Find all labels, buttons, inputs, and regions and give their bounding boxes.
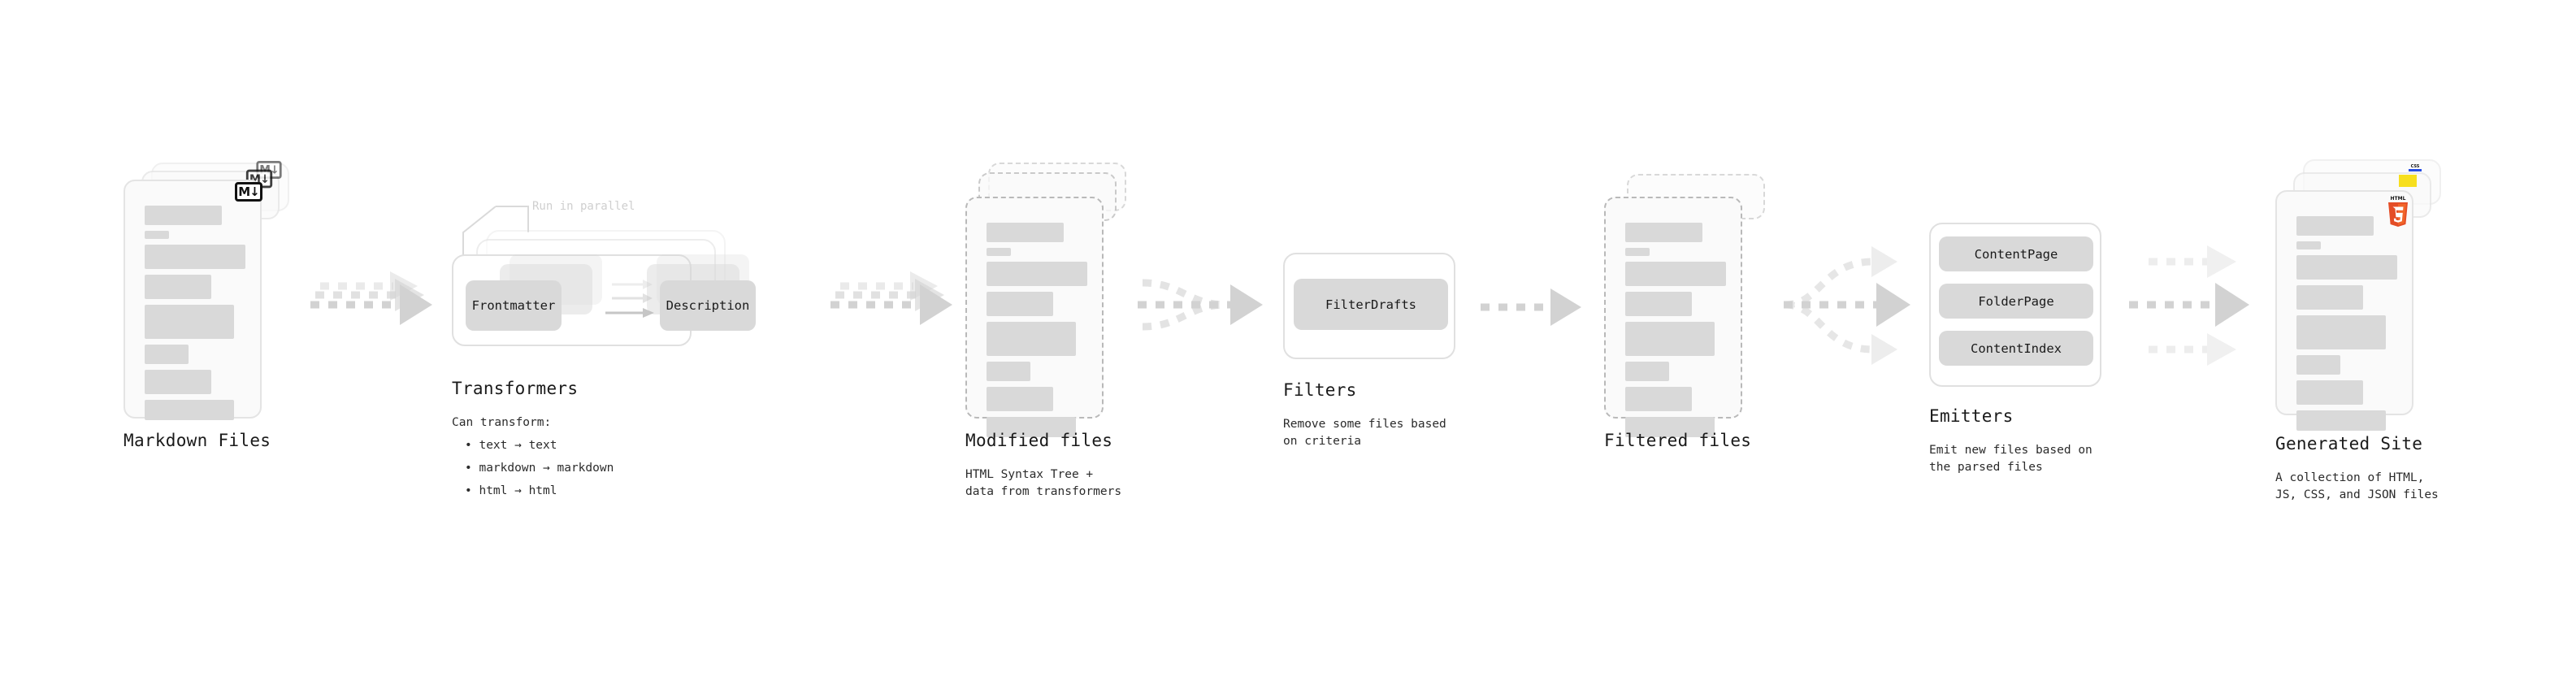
doc-line [2296,315,2386,349]
stage-title-transformers: Transformers [452,379,579,398]
emitter-chip-contentpage-label: ContentPage [1974,246,2058,262]
generated-card-lines [2296,216,2397,436]
modified-files-stack [965,163,1144,437]
generated-card-front [2275,190,2413,431]
doc-line [2296,241,2321,249]
arrow-filters-to-filtered [1481,288,1581,326]
stage-desc-filters: Remove some files based on criteria [1283,418,1446,449]
doc-line [145,345,189,364]
doc-line [2296,285,2363,310]
emitter-chip-contentpage[interactable]: ContentPage [1939,236,2093,271]
arrow-emitters-to-site [2129,245,2249,366]
javascript-icon [2399,175,2417,187]
doc-line [145,231,169,239]
markdown-files-stack: M↓ M↓ M↓ [124,160,302,423]
filter-chip-filterdrafts[interactable]: FilterDrafts [1294,279,1448,330]
filter-chip-filterdrafts-label: FilterDrafts [1325,297,1416,312]
stage-desc-generated-site: A collection of HTML, JS, CSS, and JSON … [2275,471,2439,502]
html5-icon: HTML [2388,196,2408,227]
filtered-card-lines [1625,223,1726,443]
run-in-parallel-label: Run in parallel [532,200,635,213]
doc-line [1625,223,1702,242]
arrow-modified-to-filters [1138,279,1263,331]
modified-card-lines [987,223,1087,443]
doc-line [145,245,245,269]
doc-line [2296,355,2340,375]
stage-title-filtered-files: Filtered files [1604,431,1752,450]
doc-line [2296,255,2397,280]
markdown-badge-letter-3: M [238,184,250,199]
doc-line [987,248,1011,256]
doc-line [987,223,1064,242]
doc-line [1625,362,1669,381]
transformers-bullet-0: • text → text [465,439,557,452]
markdown-badge-arrow-2: ↓ [260,171,270,186]
doc-line [145,400,234,420]
filtered-card-front [1604,197,1742,437]
transformer-chip-frontmatter[interactable]: Frontmatter [466,280,562,331]
stage-title-filters: Filters [1283,380,1357,400]
doc-line [987,362,1030,381]
emitter-chip-folderpage[interactable]: FolderPage [1939,284,2093,319]
markdown-card-front [124,180,262,420]
doc-line [987,387,1053,411]
filtered-files-stack [1604,163,1783,437]
doc-line [2296,410,2386,431]
markdown-badge-arrow-3: ↓ [249,184,260,199]
css3-icon: CSS [2409,164,2422,171]
transformers-bullet-1: • markdown → markdown [465,462,614,475]
arrow-md-to-transformers [310,271,432,325]
markdown-card-lines [145,206,245,426]
doc-line [1625,322,1715,356]
modified-card-front [965,197,1104,437]
stage-title-generated-site: Generated Site [2275,434,2423,453]
doc-line [145,206,222,225]
doc-line [1625,292,1692,316]
stage-title-modified-files: Modified files [965,431,1113,450]
stage-desc-modified-files: HTML Syntax Tree + data from transformer… [965,468,1122,499]
transformer-chip-frontmatter-label: Frontmatter [471,298,556,313]
doc-line [2296,216,2374,236]
stage-title-emitters: Emitters [1929,406,2014,426]
doc-line [145,275,211,299]
doc-line [1625,248,1650,256]
doc-line [2296,380,2363,405]
emitter-chip-folderpage-label: FolderPage [1978,293,2054,309]
doc-line [987,292,1053,316]
emitter-chip-contentindex[interactable]: ContentIndex [1939,331,2093,366]
arrow-transformers-to-modified [830,271,952,325]
svg-text:HTML: HTML [2391,196,2406,202]
arrow-filtered-to-emitters [1784,246,1910,365]
doc-line [987,417,1076,437]
doc-line [145,305,234,339]
doc-line [987,322,1076,356]
doc-line [145,370,211,394]
transformer-chip-description[interactable]: Description [660,280,756,331]
stage-title-markdown-files: Markdown Files [124,431,271,450]
transformer-inner-arrows [605,280,654,318]
doc-line [1625,262,1726,286]
emitter-chip-contentindex-label: ContentIndex [1971,340,2062,356]
doc-line [1625,387,1692,411]
transformer-chip-description-label: Description [666,298,750,313]
stage-desc-transformers: Can transform: [452,416,552,429]
markdown-badge-front: M↓ [235,182,262,202]
doc-line [1625,417,1715,437]
doc-line [987,262,1087,286]
markdown-badge-arrow: ↓ [270,163,280,176]
transformers-bullet-2: • html → html [465,484,557,497]
svg-text:CSS: CSS [2411,164,2420,169]
stage-desc-emitters: Emit new files based on the parsed files [1929,444,2092,475]
generated-site-stack: CSS HTML [2275,159,2462,431]
